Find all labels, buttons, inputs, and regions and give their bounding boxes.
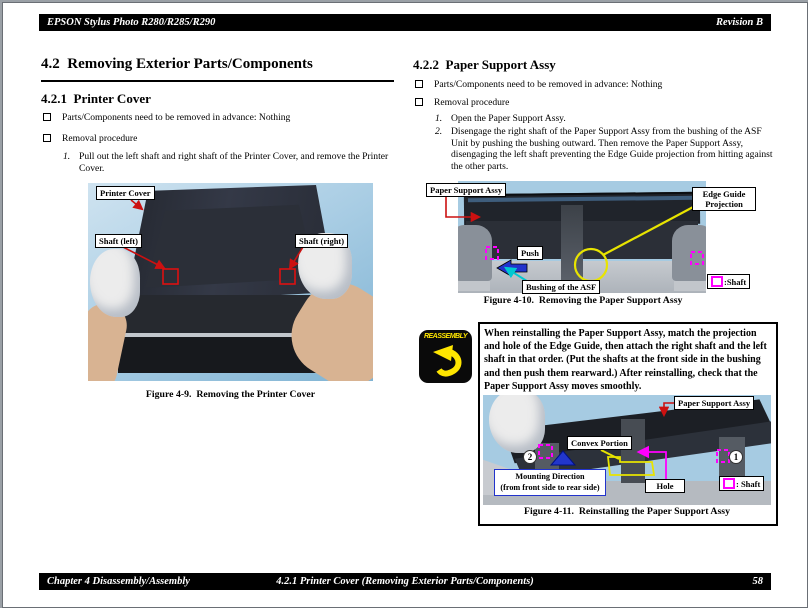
bullet-parts-needed-left: Parts/Components need to be removed in a… — [43, 112, 393, 124]
figure-4-9-photo — [88, 183, 373, 381]
section-title: 4.2 Removing Exterior Parts/Components — [41, 56, 394, 82]
label-edge-guide-projection: Edge Guide Projection — [692, 187, 756, 211]
subsection-421-title: 4.2.1 Printer Cover — [41, 91, 151, 106]
label-printer-cover: Printer Cover — [96, 186, 155, 200]
shaft-legend-text: :Shaft — [724, 276, 747, 287]
manual-title: EPSON Stylus Photo R280/R285/R290 — [47, 17, 216, 28]
step-1-right: 1. Open the Paper Support Assy. — [435, 113, 773, 125]
edge-guide-post — [561, 205, 583, 281]
shaft-legend-icon — [723, 478, 735, 489]
figure-4-11-caption: Figure 4-11. Reinstalling the Paper Supp… — [524, 506, 730, 517]
step-1-left: 1. Pull out the left shaft and right sha… — [63, 151, 395, 174]
label-paper-support-assy: Paper Support Assy — [426, 183, 507, 197]
label-paper-support-assy-411: Paper Support Assy — [674, 396, 755, 410]
reassembly-badge-text: REASSEMBLY — [423, 333, 468, 340]
bushing-left — [458, 225, 492, 281]
bullet-text: Removal procedure — [434, 97, 510, 108]
undo-arrow-head — [433, 345, 453, 361]
reassembly-note-text: When reinstalling the Paper Support Assy… — [484, 328, 767, 392]
label-shaft-left: Shaft (left) — [95, 234, 142, 248]
bullet-parts-needed-right: Parts/Components need to be removed in a… — [415, 79, 775, 91]
label-bushing-of-asf: Bushing of the ASF — [522, 280, 601, 294]
subsection-422-title: 4.2.2 Paper Support Assy — [413, 57, 556, 72]
checkbox-icon — [43, 134, 51, 142]
printer-body-trim — [116, 333, 344, 337]
reassembly-icon: REASSEMBLY — [419, 330, 472, 383]
bullet-removal-procedure-left: Removal procedure — [43, 133, 393, 145]
checkbox-icon — [43, 113, 51, 121]
step-text: Open the Paper Support Assy. — [451, 113, 566, 124]
undo-arrow-curve — [436, 349, 462, 377]
page-footer-bar: Chapter 4 Disassembly/Assembly 4.2.1 Pri… — [39, 573, 771, 590]
undo-arrow-icon — [433, 345, 462, 377]
label-mounting-direction: Mounting Direction (from front side to r… — [494, 469, 606, 496]
shaft-legend-410: :Shaft — [707, 274, 751, 289]
mounting-direction-line1: Mounting Direction — [515, 472, 585, 481]
label-push: Push — [517, 246, 543, 260]
mounting-direction-line2: (from front side to rear side) — [500, 482, 600, 492]
bullet-text: Parts/Components need to be removed in a… — [62, 112, 291, 123]
order-number-1: 1 — [729, 450, 743, 464]
step-number: 2. — [435, 126, 443, 137]
edge-guide-post — [621, 419, 645, 483]
footer-section: 4.2.1 Printer Cover (Removing Exterior P… — [276, 576, 534, 587]
shaft-legend-icon — [711, 276, 723, 287]
step-text: Pull out the left shaft and right shaft … — [79, 151, 389, 174]
bullet-text: Removal procedure — [62, 133, 138, 144]
label-hole: Hole — [645, 479, 685, 493]
figure-4-9-caption: Figure 4-9. Removing the Printer Cover — [145, 389, 316, 400]
footer-chapter: Chapter 4 Disassembly/Assembly — [47, 576, 190, 587]
shaft-legend-411: : Shaft — [719, 476, 765, 491]
shaft-legend-text: : Shaft — [736, 478, 761, 489]
figure-4-10-photo — [458, 181, 706, 293]
bushing-right — [672, 225, 706, 281]
revision-label: Revision B — [716, 17, 763, 28]
step-2-right: 2. Disengage the right shaft of the Pape… — [435, 126, 773, 172]
step-number: 1. — [63, 151, 71, 162]
step-number: 1. — [435, 113, 443, 124]
label-convex-portion: Convex Portion — [567, 436, 632, 450]
left-glove — [90, 249, 140, 317]
checkbox-icon — [415, 98, 423, 106]
glove-hand — [489, 395, 545, 453]
checkbox-icon — [415, 80, 423, 88]
order-number-2: 2 — [523, 450, 537, 464]
figure-4-10-caption: Figure 4-10. Removing the Paper Support … — [483, 295, 683, 306]
footer-page-number: 58 — [752, 576, 764, 587]
page-header-bar: EPSON Stylus Photo R280/R285/R290 Revisi… — [39, 14, 771, 31]
step-text: Disengage the right shaft of the Paper S… — [451, 126, 773, 172]
bullet-removal-procedure-right: Removal procedure — [415, 97, 775, 109]
bullet-text: Parts/Components need to be removed in a… — [434, 79, 663, 90]
label-shaft-right: Shaft (right) — [295, 234, 349, 248]
